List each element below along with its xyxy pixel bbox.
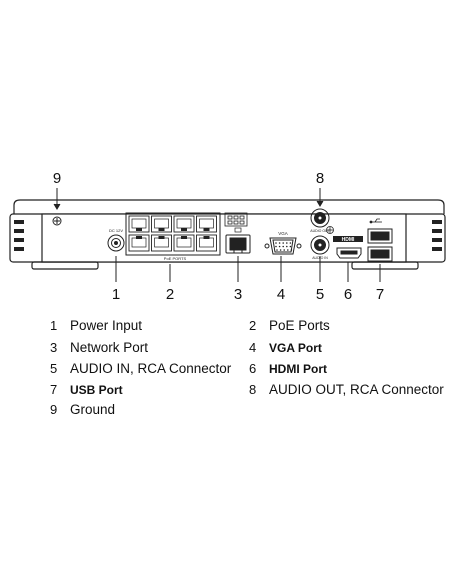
legend-number: 3 [50, 340, 58, 355]
callout-5: 5 [316, 286, 324, 303]
vga-pin [279, 249, 282, 251]
nvr-rear-panel-diagram: DC 12V PoE PORTS VGA AUDIO OUT [9, 170, 446, 303]
callout-8: 8 [316, 170, 324, 187]
vga-pin [290, 249, 293, 251]
legend-item: 1 Power Input [50, 318, 142, 333]
callout-9: 9 [53, 170, 61, 187]
legend-number: 1 [50, 318, 58, 333]
poe-label: PoE PORTS [164, 256, 187, 261]
legend-label: Ground [70, 402, 116, 417]
callout-2: 2 [166, 286, 174, 303]
hdmi-logo-icon [333, 236, 363, 242]
legend-item: 6 HDMI Port [249, 361, 327, 376]
right-vents [432, 220, 442, 251]
legend-number: 5 [50, 361, 58, 376]
legend-number: 4 [249, 340, 257, 355]
legend-item: 2 PoE Ports [249, 318, 330, 333]
legend-number: 2 [249, 318, 257, 333]
callout-numbers: 9 8 1 2 3 4 5 6 7 [53, 170, 384, 303]
poe-port [128, 234, 150, 252]
poe-port [173, 234, 195, 252]
vga-pin [278, 242, 281, 244]
network-port [225, 234, 251, 254]
hdmi-label: HDMI [342, 237, 355, 243]
legend-label: HDMI Port [269, 362, 327, 376]
status-leds [224, 212, 248, 227]
vga-pin [275, 242, 277, 244]
usb-ports [367, 228, 393, 262]
poe-port [173, 215, 195, 233]
legend-label: AUDIO IN, RCA Connector [70, 361, 232, 376]
legend-label: Network Port [70, 340, 149, 355]
legend-number: 7 [50, 382, 58, 397]
vga-pin [289, 242, 292, 244]
ground-screw [52, 216, 62, 226]
vga-pin [289, 245, 292, 248]
left-vents [14, 220, 24, 251]
vga-pin [286, 242, 288, 244]
legend-number: 6 [249, 361, 257, 376]
legend-item: 7 USB Port [50, 382, 123, 397]
usb-icon [369, 218, 382, 224]
poe-port [151, 234, 172, 252]
vga-pin [282, 242, 285, 244]
vga-pin [276, 249, 278, 251]
ground-symbol-icon [326, 226, 334, 234]
audio-out-rca [310, 208, 330, 228]
dc-label: DC 12V [109, 228, 123, 233]
vga-pin [278, 245, 281, 248]
legend-label: Power Input [70, 318, 143, 333]
vga-port [264, 237, 302, 255]
legend-number: 8 [249, 382, 257, 397]
poe-port [151, 215, 172, 233]
vga-pin [283, 249, 286, 251]
legend-item: 9 Ground [50, 402, 115, 417]
vga-pin [275, 245, 277, 248]
legend-item: 8 AUDIO OUT, RCA Connector [249, 382, 444, 397]
vga-pin [286, 245, 288, 248]
hdmi-port [336, 247, 362, 259]
callout-1: 1 [112, 286, 120, 303]
callout-lines [53, 188, 381, 282]
network-icon [234, 227, 242, 233]
poe-port [196, 234, 217, 252]
legend-label: PoE Ports [269, 318, 330, 333]
power-input-port [107, 234, 125, 252]
legend-item: 4 VGA Port [249, 340, 322, 355]
poe-ports-block [125, 212, 221, 256]
vga-label: VGA [278, 231, 288, 236]
port-legend: 1 Power Input 2 PoE Ports 3 Network Port… [0, 312, 452, 422]
vga-pin [282, 245, 285, 248]
callout-4: 4 [277, 286, 285, 303]
callout-3: 3 [234, 286, 242, 303]
audio-in-rca [310, 235, 330, 255]
callout-6: 6 [344, 286, 352, 303]
legend-label: AUDIO OUT, RCA Connector [269, 382, 444, 397]
legend-item: 5 AUDIO IN, RCA Connector [50, 361, 231, 376]
legend-number: 9 [50, 402, 58, 417]
vga-pins [275, 242, 293, 251]
vga-pin [287, 249, 289, 251]
legend-label: USB Port [70, 383, 123, 397]
legend-label: VGA Port [269, 341, 322, 355]
poe-port [128, 215, 150, 233]
audio-out-label: AUDIO OUT [310, 229, 330, 233]
legend-item: 3 Network Port [50, 340, 148, 355]
callout-7: 7 [376, 286, 384, 303]
poe-port [196, 215, 217, 233]
